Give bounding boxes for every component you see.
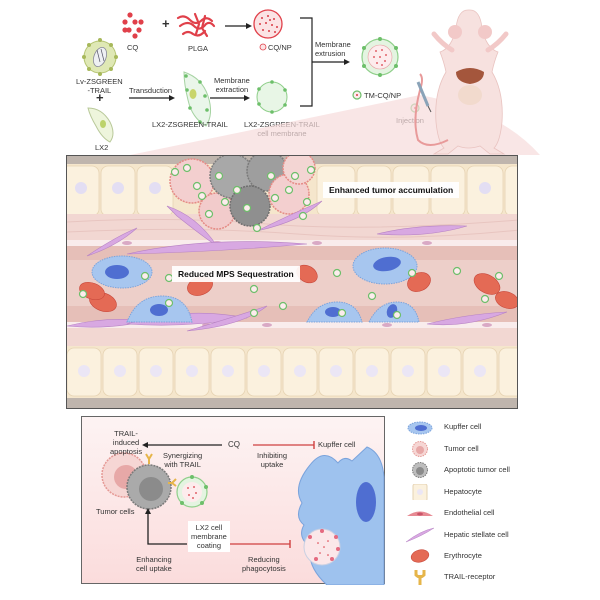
inhibiting-line2: uptake xyxy=(260,460,284,469)
membrane-extrusion-line1: Membrane xyxy=(315,40,351,49)
cell-membrane-label: LX2-ZSGREEN-TRAIL cell membrane xyxy=(244,120,320,138)
legend-label: TRAIL-receptor xyxy=(444,572,496,581)
legend-item-erythrocyte: Erythrocyte xyxy=(410,548,482,564)
legend-item-hepatocyte: Hepatocyte xyxy=(412,484,482,500)
legend-label: Kupffer cell xyxy=(444,422,482,431)
enhancing-line1: Enhancing xyxy=(136,555,172,564)
cq-mechanism-label: CQ xyxy=(228,440,240,449)
legend-label: Erythrocyte xyxy=(444,551,482,560)
apoptotic-tumor-cell-icon xyxy=(412,462,428,478)
legend-label: Apoptotic tumor cell xyxy=(444,465,510,474)
membrane-extraction-line1: Membrane xyxy=(214,76,250,85)
lx2-coating-line1: LX2 cell xyxy=(195,523,223,532)
legend-item-trail-receptor: TRAIL-receptor xyxy=(414,569,496,585)
tm-cq-np-label: TM-CQ/NP xyxy=(364,91,402,100)
synergizing-label: Synergizing with TRAIL xyxy=(163,451,202,469)
enhancing-line2: cell uptake xyxy=(136,564,172,573)
membrane-extrusion-label: Membrane extrusion xyxy=(315,40,351,58)
synergizing-line2: with TRAIL xyxy=(164,460,201,469)
trail-apoptosis-line2: induced xyxy=(112,438,140,447)
trail-apoptosis-line1: TRAIL- xyxy=(114,429,138,438)
tumor-cell-icon xyxy=(412,441,428,457)
enhancing-uptake-label: Enhancing cell uptake xyxy=(136,555,172,573)
trail-apoptosis-line3: apoptosis xyxy=(110,447,143,456)
plus-sign: + xyxy=(162,16,170,31)
legend-item-endothelial: Endothelial cell xyxy=(407,505,495,521)
tumor-cells-label: Tumor cells xyxy=(96,507,135,516)
lentivirus-label-line1: Lv-ZSGREEN xyxy=(76,77,123,86)
legend-label: Hepatic stellate cell xyxy=(444,530,509,539)
membrane-extraction-label: Membrane extraction xyxy=(214,76,250,94)
legend-label: Tumor cell xyxy=(444,444,479,453)
legend-item-kupffer: Kupffer cell xyxy=(407,419,482,435)
plga-label: PLGA xyxy=(188,44,209,53)
membrane-extrusion-line2: extrusion xyxy=(315,49,346,58)
lentivirus-label-line2: -TRAIL xyxy=(87,86,112,95)
lx2-zsgreen-trail-label: LX2-ZSGREEN-TRAIL xyxy=(152,120,228,129)
liver-sinusoid-panel: Enhanced tumor accumulation Reduced MPS … xyxy=(66,155,518,409)
reducing-phagocytosis-label: Reducing phagocytosis xyxy=(242,555,286,573)
legend-item-apoptotic: Apoptotic tumor cell xyxy=(412,462,510,478)
cq-label: CQ xyxy=(127,43,139,52)
legend-label: Endothelial cell xyxy=(444,508,495,517)
hepatocyte-row-bottom xyxy=(67,347,517,397)
synergizing-line1: Synergizing xyxy=(163,451,203,460)
trail-apoptosis-label: TRAIL- induced apoptosis xyxy=(110,429,142,456)
hepatocyte-icon xyxy=(412,484,428,500)
cq-np-label: CQ/NP xyxy=(268,43,292,52)
enhanced-tumor-accumulation-label: Enhanced tumor accumulation xyxy=(323,182,460,198)
legend-item-stellate: Hepatic stellate cell xyxy=(406,527,509,543)
erythrocyte-icon xyxy=(410,549,430,563)
lx2-coating-line2: membrane xyxy=(191,532,227,541)
lx2-label: LX2 xyxy=(95,143,109,152)
lx2-membrane-coating-label: LX2 cell membrane coating xyxy=(188,521,230,552)
cell-membrane-label-line2: cell membrane xyxy=(257,129,307,138)
inhibiting-line1: Inhibiting xyxy=(257,451,288,460)
transduction-label: Transduction xyxy=(129,86,173,95)
hepatic-stellate-cell-icon xyxy=(406,527,434,543)
endothelial-cell-icon xyxy=(407,511,433,516)
reducing-line1: Reducing xyxy=(248,555,280,564)
legend-label: Hepatocyte xyxy=(444,487,482,496)
legend-item-tumor: Tumor cell xyxy=(412,441,479,457)
membrane-extraction-line2: extraction xyxy=(215,85,249,94)
plus-sign-2: + xyxy=(96,90,104,105)
kupffer-cell-label: Kupffer cell xyxy=(318,440,356,449)
kupffer-cell-icon xyxy=(407,421,433,435)
reduced-mps-sequestration-label: Reduced MPS Sequestration xyxy=(172,266,300,282)
stellate-cells xyxy=(67,200,508,332)
lentivirus-label: Lv-ZSGREEN -TRAIL xyxy=(76,77,123,95)
reducing-line2: phagocytosis xyxy=(242,564,286,573)
mechanism-panel: TRAIL- induced apoptosis CQ Synergizing … xyxy=(81,416,385,585)
inhibiting-uptake-label: Inhibiting uptake xyxy=(257,451,287,469)
tm-cq-np-particles xyxy=(78,163,504,320)
trail-receptor-icon xyxy=(414,570,426,585)
injection-label: Injection xyxy=(396,116,424,125)
cell-membrane-label-line1: LX2-ZSGREEN-TRAIL xyxy=(244,120,320,129)
mechanism-illustration xyxy=(101,441,385,585)
lx2-coating-line3: coating xyxy=(196,541,222,550)
